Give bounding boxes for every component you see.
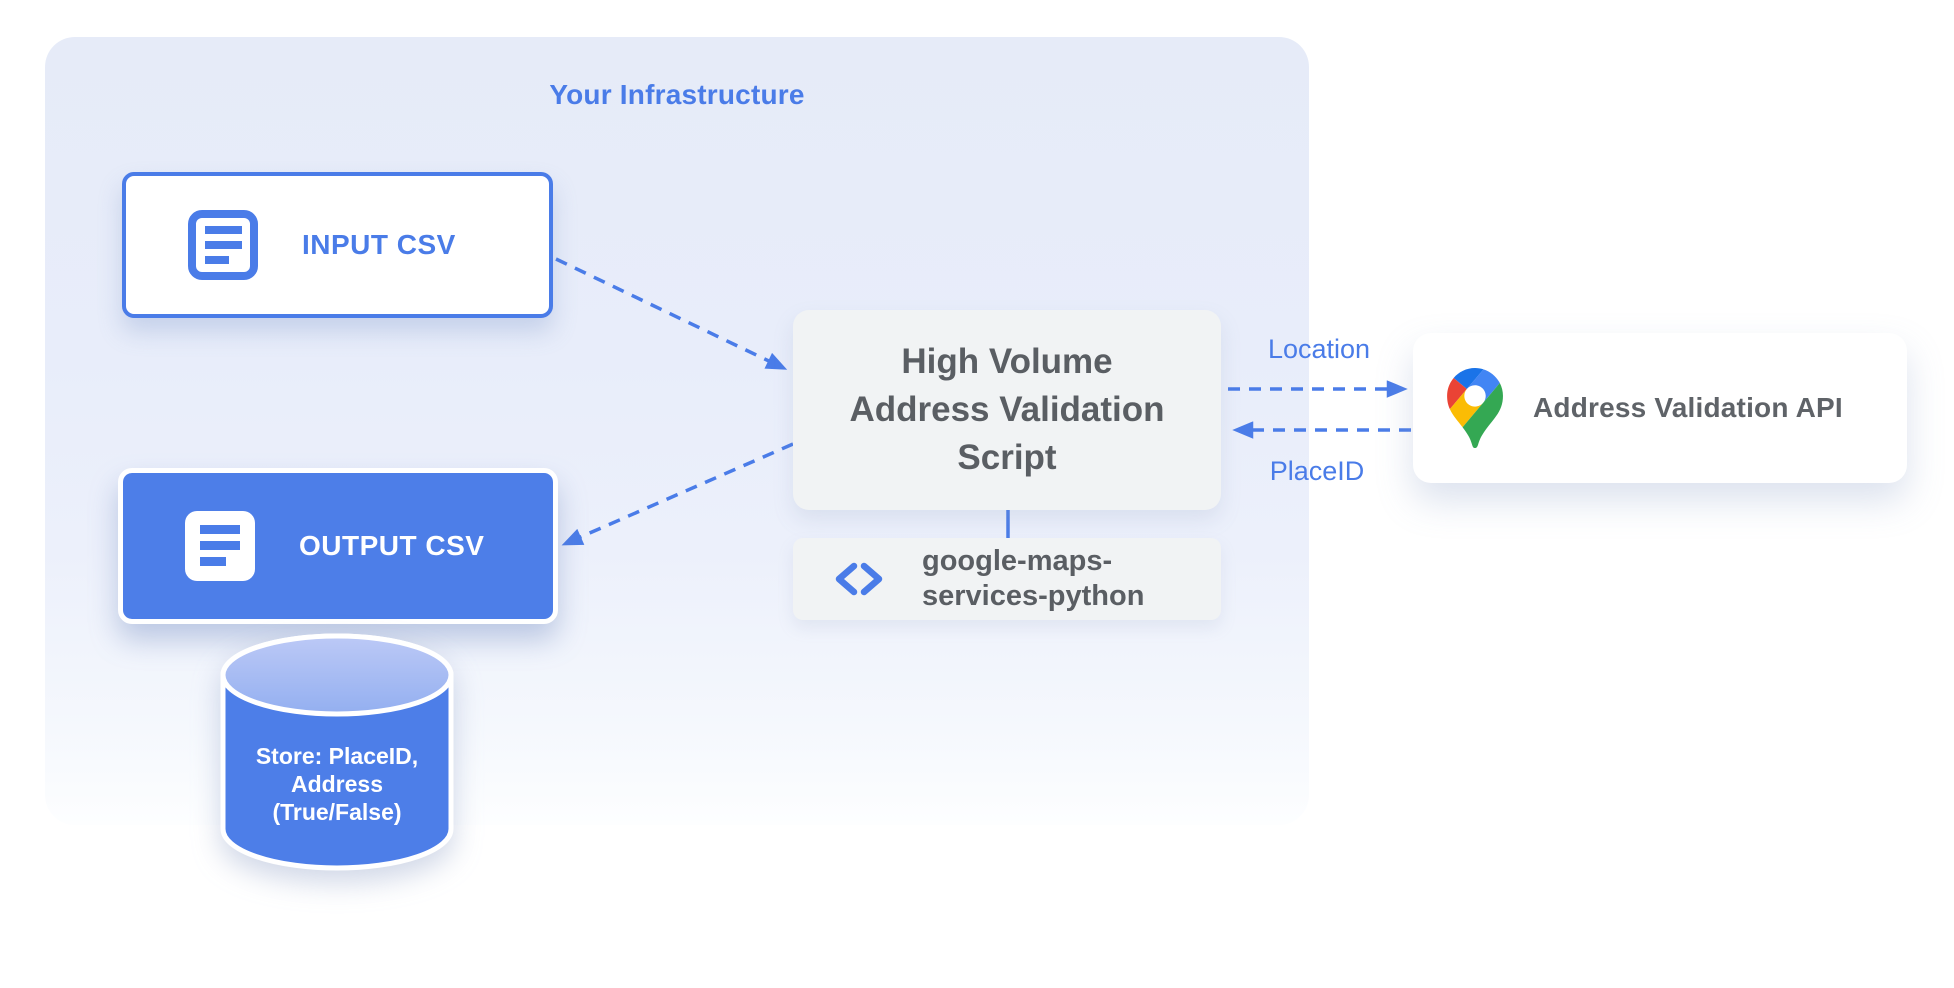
location-edge-label: Location — [1267, 334, 1371, 364]
library-line: services-python — [922, 580, 1145, 612]
library-line: google-maps- — [922, 545, 1113, 577]
placeid-edge-label: PlaceID — [1269, 456, 1365, 486]
input-csv-label: INPUT CSV — [302, 229, 456, 260]
database-cylinder — [220, 633, 454, 871]
address-validation-api-node: Address Validation API — [1413, 333, 1907, 483]
input-csv-node: INPUT CSV — [122, 172, 553, 318]
output-csv-node: OUTPUT CSV — [118, 468, 558, 624]
script-line: High Volume — [901, 342, 1113, 381]
output-csv-label: OUTPUT CSV — [299, 530, 485, 561]
script-label: High Volume Address Validation Script — [849, 338, 1164, 482]
datastore-line: Store: PlaceID, — [255, 743, 419, 769]
api-label: Address Validation API — [1533, 392, 1843, 423]
google-maps-pin-icon — [1447, 368, 1503, 448]
library-label: google-maps- services-python — [922, 544, 1144, 614]
script-line: Script — [957, 438, 1057, 477]
script-line: Address Validation — [849, 390, 1165, 429]
datastore-line: (True/False) — [272, 799, 402, 825]
library-node: google-maps- services-python — [793, 538, 1221, 620]
infrastructure-title: Your Infrastructure — [549, 79, 805, 110]
datastore-line: Address — [290, 771, 384, 797]
script-node: High Volume Address Validation Script — [793, 310, 1221, 510]
datastore-label: Store: PlaceID, Address (True/False) — [217, 742, 457, 826]
document-icon — [185, 511, 255, 581]
code-icon — [835, 562, 883, 596]
document-icon — [188, 210, 258, 280]
